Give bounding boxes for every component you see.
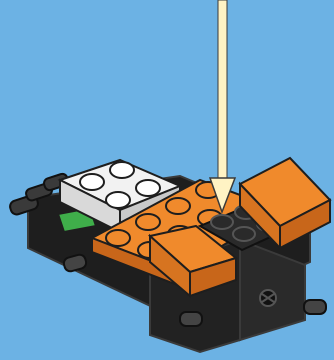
instruction-scene: [0, 0, 334, 360]
lego-build-illustration: [0, 0, 334, 360]
